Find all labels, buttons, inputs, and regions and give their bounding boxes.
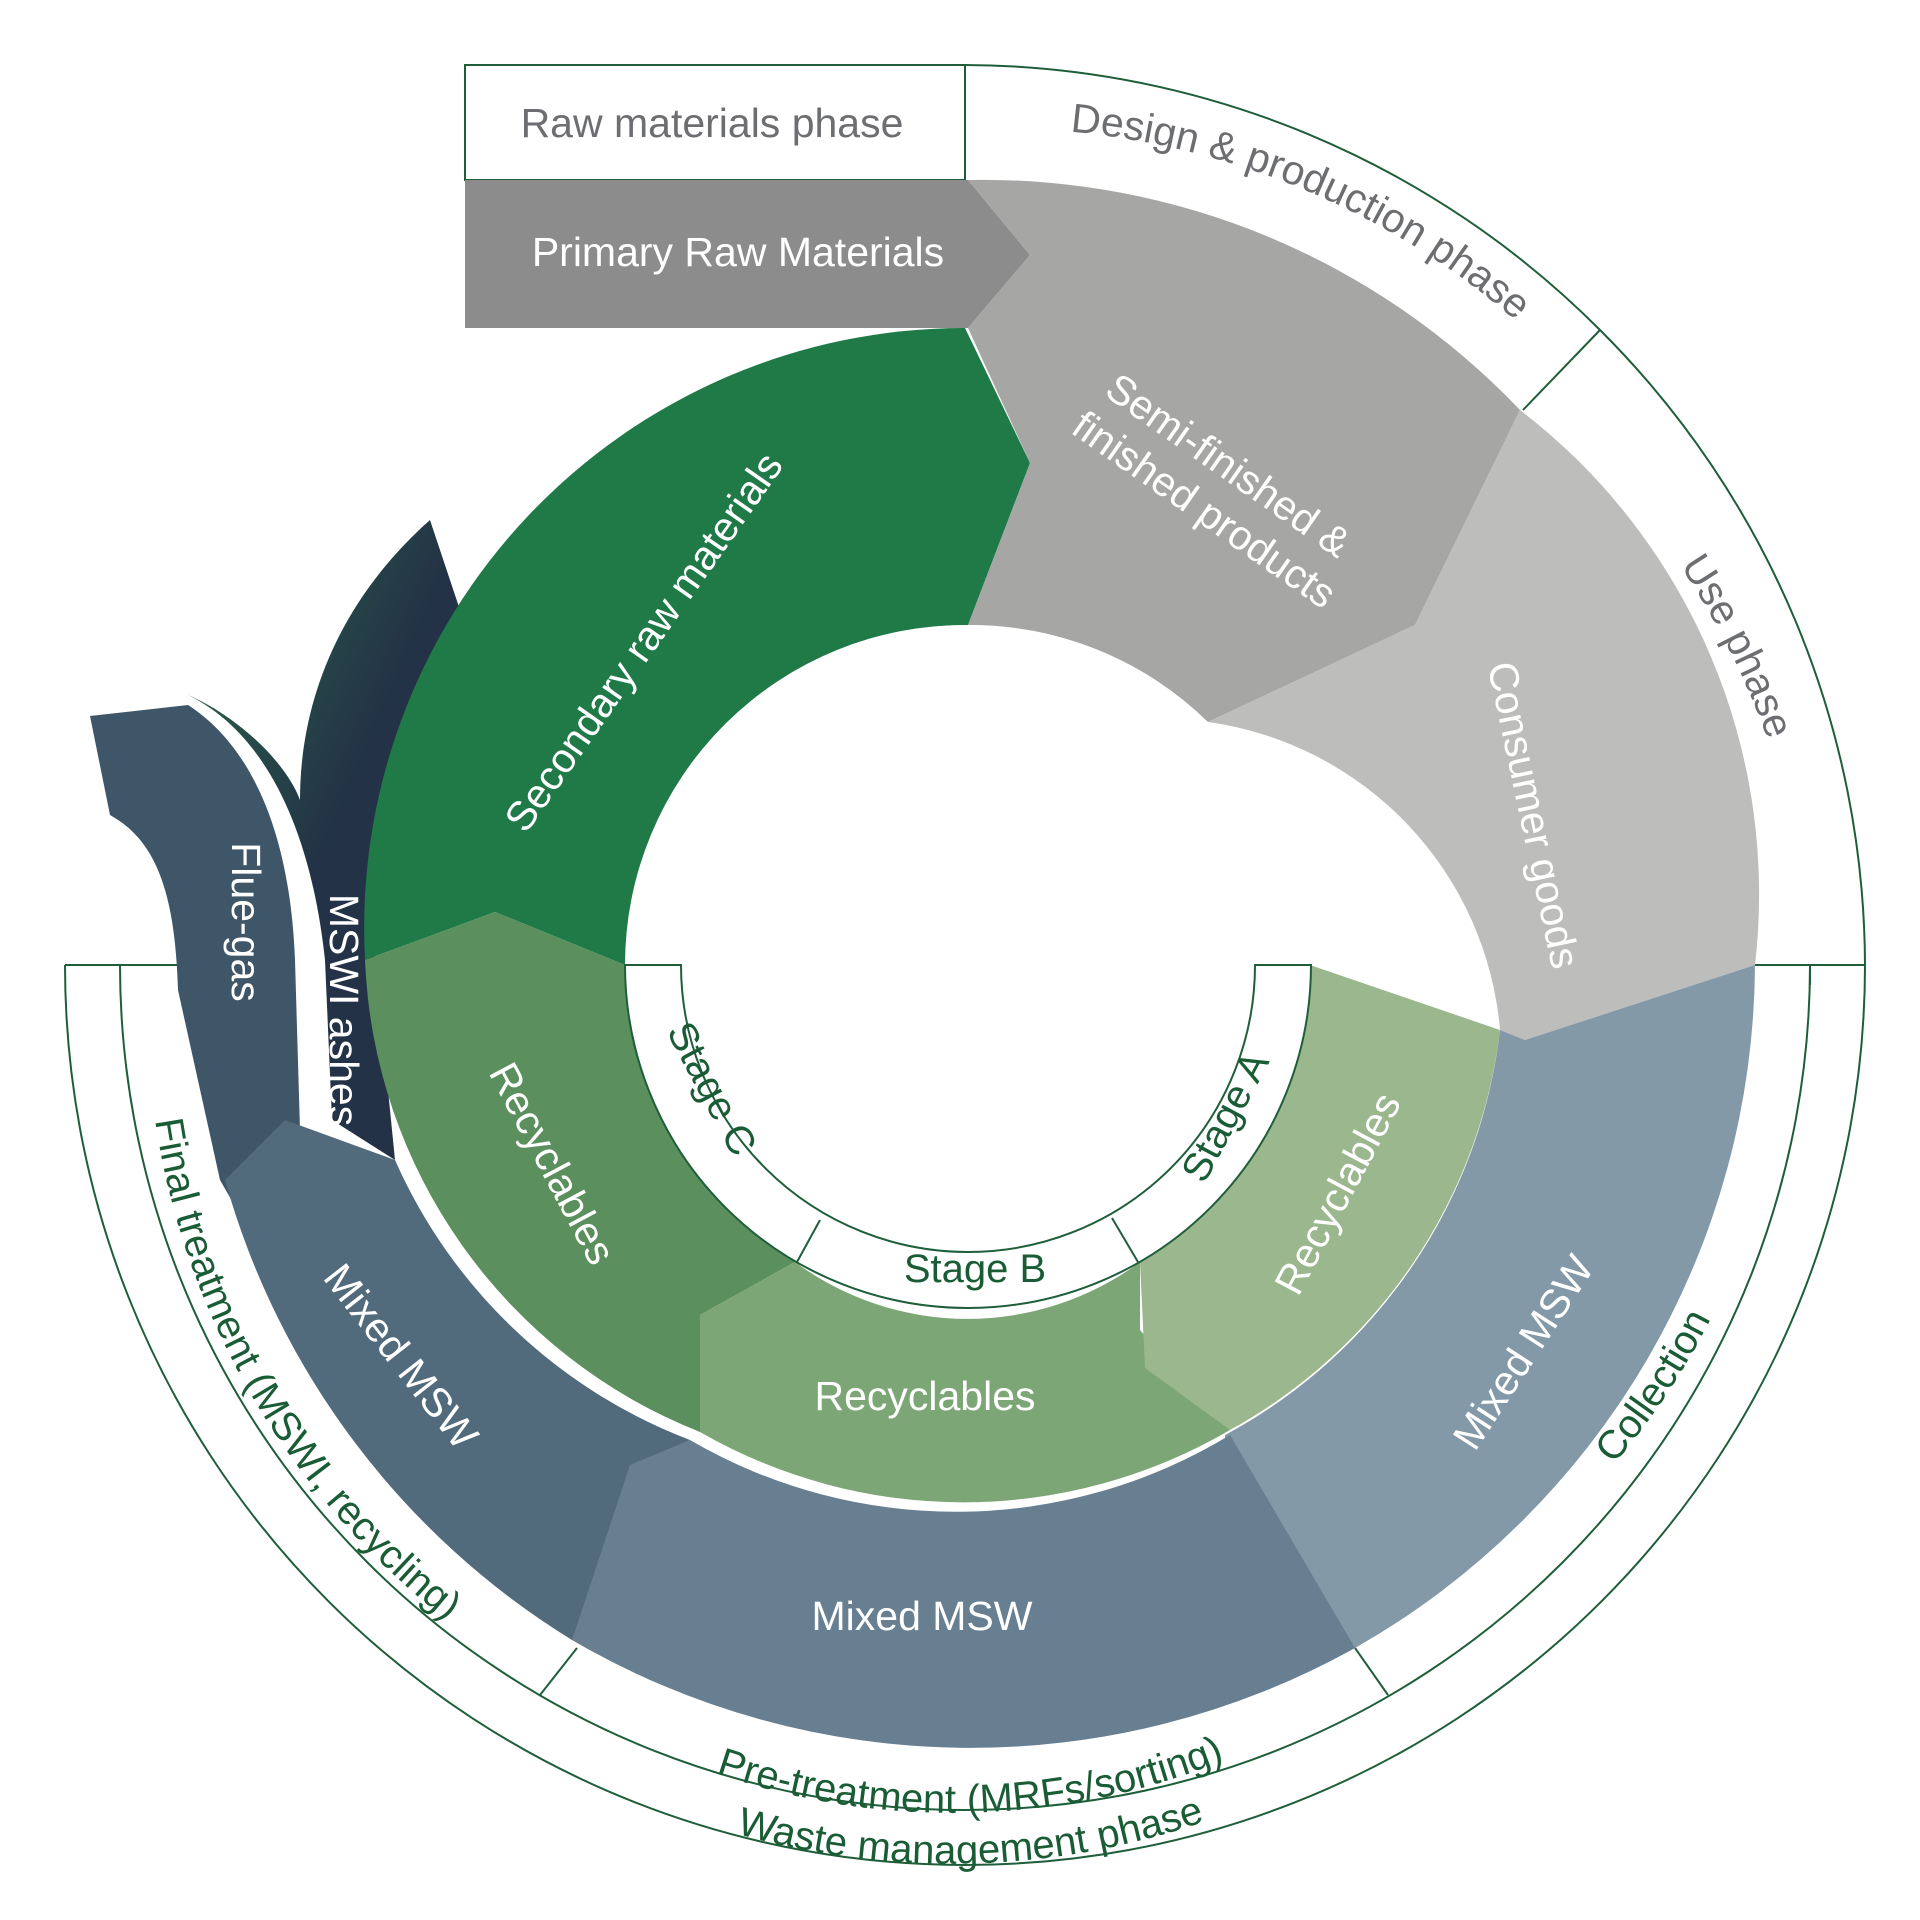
recyclables-c-flow	[365, 912, 795, 1432]
semi-finished-flow	[968, 179, 1520, 722]
recyclables-a-flow	[1140, 965, 1500, 1430]
primary-raw-materials-label: Primary Raw Materials	[532, 229, 944, 275]
design-phase-arc	[964, 64, 1601, 331]
use-phase-arc	[1599, 329, 1866, 966]
design-use-divider	[1522, 329, 1601, 411]
pre-final-divider	[539, 1647, 578, 1696]
flue-gas-label: Flue-gas	[223, 842, 269, 1002]
consumer-goods-flow	[1208, 410, 1760, 1040]
primary-raw-materials-flow	[465, 180, 1030, 328]
mswi-ashes-label: MSWI ashes	[321, 894, 367, 1126]
mixed-msw-pretreatment-flow	[558, 1435, 1355, 1748]
waste-inner-arc	[119, 964, 1811, 1811]
waste-outer-arc	[64, 964, 1866, 1866]
pre-collection-divider	[1354, 1647, 1389, 1696]
mixed-msw-collection-flow	[1225, 965, 1755, 1648]
raw-materials-phase-box	[464, 64, 966, 181]
stage-b-a-divider	[1111, 1217, 1139, 1263]
stage-ring	[623, 964, 1313, 1309]
recyclables-b-flow	[700, 1262, 1230, 1503]
stage-b-label: Stage B	[904, 1247, 1046, 1291]
raw-materials-phase-label: Raw materials phase	[521, 100, 904, 146]
flue-gas-flow	[90, 705, 300, 1250]
stage-c-b-divider	[796, 1219, 821, 1263]
recyclables-b-label: Recyclables	[814, 1373, 1035, 1419]
inner-hub	[628, 625, 1308, 1305]
outer-frame	[64, 64, 1866, 1866]
secondary-raw-materials-flow	[364, 327, 1031, 965]
mixed-msw-final-flow	[225, 1120, 690, 1640]
flows	[90, 179, 1760, 1748]
mswi-ashes-flow	[188, 520, 470, 1160]
mixed-msw-pretreatment-label: Mixed MSW	[812, 1593, 1033, 1639]
